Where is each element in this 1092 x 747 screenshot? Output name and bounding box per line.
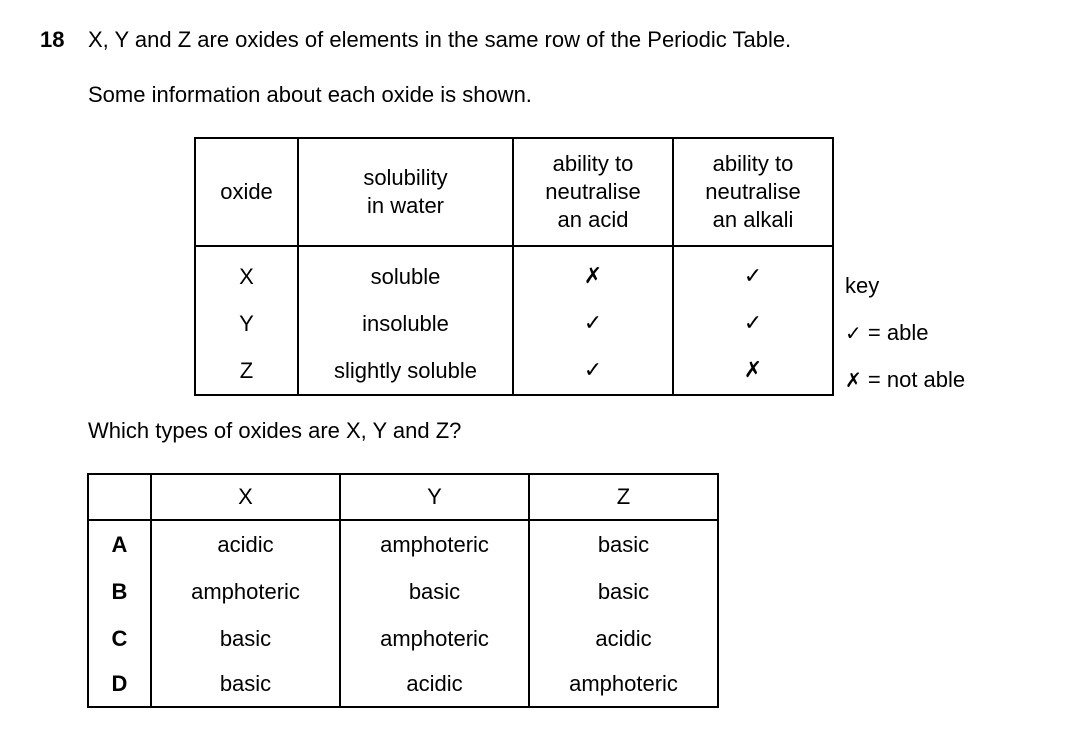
key-legend: key ✓ = able ✗ = not able bbox=[845, 262, 965, 403]
oxide-cell: Y bbox=[194, 300, 299, 347]
solubility-cell: soluble bbox=[297, 246, 514, 300]
option-x: basic bbox=[150, 615, 341, 662]
option-x: acidic bbox=[150, 520, 341, 568]
tick-icon: ✓ bbox=[672, 246, 834, 300]
tick-icon: ✓ bbox=[512, 300, 674, 347]
option-y: amphoteric bbox=[339, 520, 530, 568]
key-able-text: = able bbox=[867, 320, 929, 345]
option-z: amphoteric bbox=[528, 662, 719, 708]
option-y: acidic bbox=[339, 662, 530, 708]
header-blank bbox=[87, 473, 152, 521]
question-number: 18 bbox=[40, 27, 65, 52]
cross-icon: ✗ bbox=[845, 368, 862, 392]
info-header-row: oxide solubility in water ability to neu… bbox=[194, 137, 834, 247]
tick-icon: ✓ bbox=[845, 321, 862, 345]
table-row: Z slightly soluble ✓ ✗ bbox=[194, 347, 834, 396]
oxide-info-table: oxide solubility in water ability to neu… bbox=[194, 137, 834, 396]
key-not-able-text: = not able bbox=[867, 367, 966, 392]
header-z: Z bbox=[528, 473, 719, 521]
cross-icon: ✗ bbox=[512, 246, 674, 300]
header-y: Y bbox=[339, 473, 530, 521]
option-z: acidic bbox=[528, 615, 719, 662]
header-neutralise-acid: ability to neutralise an acid bbox=[512, 137, 674, 247]
option-row-c[interactable]: C basic amphoteric acidic bbox=[87, 615, 719, 662]
option-x: basic bbox=[150, 662, 341, 708]
header-x: X bbox=[150, 473, 341, 521]
solubility-cell: slightly soluble bbox=[297, 347, 514, 396]
cross-icon: ✗ bbox=[672, 347, 834, 396]
option-y: amphoteric bbox=[339, 615, 530, 662]
option-row-a[interactable]: A acidic amphoteric basic bbox=[87, 520, 719, 568]
option-y: basic bbox=[339, 568, 530, 615]
key-able: ✓ = able bbox=[845, 309, 965, 356]
option-row-b[interactable]: B amphoteric basic basic bbox=[87, 568, 719, 615]
option-letter: A bbox=[87, 520, 152, 568]
option-x: amphoteric bbox=[150, 568, 341, 615]
option-letter: C bbox=[87, 615, 152, 662]
tick-icon: ✓ bbox=[512, 347, 674, 396]
header-neutralise-alkali: ability to neutralise an alkali bbox=[672, 137, 834, 247]
oxide-cell: Z bbox=[194, 347, 299, 396]
option-row-d[interactable]: D basic acidic amphoteric bbox=[87, 662, 719, 708]
intro-text: Some information about each oxide is sho… bbox=[88, 82, 532, 107]
header-oxide: oxide bbox=[194, 137, 299, 247]
answer-options-table: X Y Z A acidic amphoteric basic B amphot… bbox=[87, 473, 719, 708]
key-not-able: ✗ = not able bbox=[845, 356, 965, 403]
options-header-row: X Y Z bbox=[87, 473, 719, 521]
tick-icon: ✓ bbox=[672, 300, 834, 347]
oxide-cell: X bbox=[194, 246, 299, 300]
solubility-cell: insoluble bbox=[297, 300, 514, 347]
option-letter: B bbox=[87, 568, 152, 615]
option-letter: D bbox=[87, 662, 152, 708]
header-solubility: solubility in water bbox=[297, 137, 514, 247]
option-z: basic bbox=[528, 568, 719, 615]
question-text: X, Y and Z are oxides of elements in the… bbox=[88, 27, 792, 52]
question-prompt: Which types of oxides are X, Y and Z? bbox=[88, 418, 462, 443]
key-title: key bbox=[845, 273, 880, 298]
table-row: Y insoluble ✓ ✓ bbox=[194, 300, 834, 347]
option-z: basic bbox=[528, 520, 719, 568]
table-row: X soluble ✗ ✓ bbox=[194, 246, 834, 300]
